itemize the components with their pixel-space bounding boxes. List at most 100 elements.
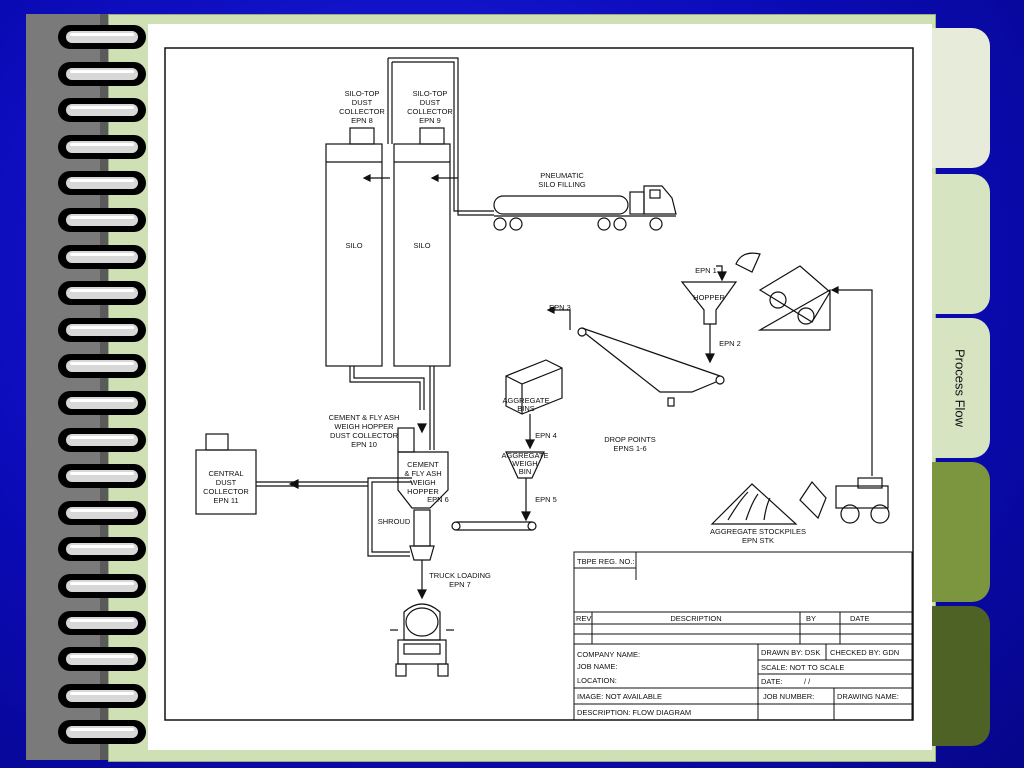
pneumatic-l2: SILO FILLING xyxy=(538,180,586,189)
stockpiles-l1: AGGREGATE STOCKPILES xyxy=(710,527,806,536)
arrow-head-to-truck xyxy=(417,589,427,600)
epn5-label: EPN 5 xyxy=(535,495,557,504)
shroud-label: SHROUD xyxy=(378,517,411,526)
epn6-label: EPN 6 xyxy=(427,495,449,504)
by-header: BY xyxy=(806,614,816,623)
aggregate-bins xyxy=(505,359,563,415)
mixer-truck xyxy=(390,603,454,677)
return-duct-outer xyxy=(367,477,412,557)
description-label: DESCRIPTION: FLOW DIAGRAM xyxy=(577,708,691,717)
silo-top-collector-8-box xyxy=(349,127,375,145)
flow-diagram: SILO-TOP DUST COLLECTOR EPN 8 SILO-TOP D… xyxy=(164,47,914,721)
central-dust-l3: COLLECTOR xyxy=(203,487,249,496)
rev-label: REV. xyxy=(576,614,593,623)
loader-feed-line xyxy=(832,289,873,476)
pneumatic-tanker-truck xyxy=(493,185,677,231)
image-label: IMAGE: NOT AVAILABLE xyxy=(577,692,662,701)
arrow-head-silo-right xyxy=(430,174,439,182)
drawn-by-label: DRAWN BY: DSK xyxy=(761,648,820,657)
loading-spout xyxy=(409,545,435,561)
arrow-head-epn3 xyxy=(546,306,555,314)
date-value: / / xyxy=(804,677,811,686)
cement-hopper-l2: & FLY ASH xyxy=(404,469,441,478)
company-name-label: COMPANY NAME: xyxy=(577,650,640,659)
weigh-bin-l2: WEIGH xyxy=(512,459,537,468)
truck-loading-l1: TRUCK LOADING xyxy=(429,571,491,580)
conveyor-support xyxy=(667,397,675,407)
shroud xyxy=(413,509,431,547)
binder-ring xyxy=(52,608,152,638)
central-dust-l2: DUST xyxy=(216,478,237,487)
silo-top-9-l1: SILO-TOP xyxy=(413,89,448,98)
silo-discharge-left-inner xyxy=(353,366,425,410)
truck-loading-l2: EPN 7 xyxy=(449,580,471,589)
weigh-bin-l1: AGGREGATE xyxy=(502,451,549,460)
binder-rings xyxy=(52,22,152,762)
location-label: LOCATION: xyxy=(577,676,617,685)
arrow-head-epn2 xyxy=(705,353,715,364)
silo-top-8-l2: DUST xyxy=(352,98,373,107)
incline-belt-top xyxy=(581,327,721,377)
tab-5[interactable] xyxy=(930,606,990,746)
central-dust-collector xyxy=(195,449,257,515)
central-dust-l4: EPN 11 xyxy=(213,496,238,505)
binder-ring xyxy=(52,95,152,125)
binder-ring xyxy=(52,534,152,564)
binder-ring xyxy=(52,351,152,381)
binder-ring xyxy=(52,498,152,528)
silo-top-collector-9-box xyxy=(419,127,445,145)
stockpiles-l2: EPN STK xyxy=(742,536,774,545)
job-number-label: JOB NUMBER: xyxy=(763,692,814,701)
silo-top-9-l3: COLLECTOR xyxy=(407,107,453,116)
incline-belt-bottom xyxy=(585,333,717,393)
checked-by-label: CHECKED BY: GDN xyxy=(830,648,899,657)
aggregate-bins-edge xyxy=(505,367,563,385)
date-header: DATE xyxy=(850,614,869,623)
silo-discharge-left xyxy=(349,366,421,410)
aggregate-weigh-bin xyxy=(505,451,545,479)
job-name-label: JOB NAME: xyxy=(577,662,617,671)
binder-ring xyxy=(52,205,152,235)
silo-top-9-l4: EPN 9 xyxy=(419,116,441,125)
epn2-label: EPN 2 xyxy=(719,339,741,348)
binder-ring xyxy=(52,681,152,711)
date-label: DATE: xyxy=(761,677,783,686)
stockpile-texture xyxy=(727,491,771,521)
scale-label: SCALE: NOT TO SCALE xyxy=(761,663,844,672)
aggregate-bins-l2: BINS xyxy=(517,404,535,413)
aggregate-bins-l1: AGGREGATE xyxy=(503,396,550,405)
front-loader-top xyxy=(735,252,831,331)
cement-dust-l3: DUST COLLECTOR xyxy=(330,431,399,440)
incline-pulley-right xyxy=(715,375,725,385)
silo-left xyxy=(325,143,383,367)
pneumatic-l1: PNEUMATIC xyxy=(540,171,584,180)
binder-ring xyxy=(52,168,152,198)
binder-ring xyxy=(52,717,152,747)
binder-ring xyxy=(52,22,152,52)
binder-ring xyxy=(52,425,152,455)
conveyor-pulley-left xyxy=(451,521,461,531)
arrow-head-discharge xyxy=(417,423,427,434)
duct-top-loop-inner xyxy=(392,61,494,212)
central-dust-l1: CENTRAL xyxy=(208,469,243,478)
tab-process-flow[interactable]: Process Flow xyxy=(930,318,990,458)
binder-ring xyxy=(52,278,152,308)
epn3-label: EPN 3 xyxy=(549,303,571,312)
binder-ring xyxy=(52,59,152,89)
tab-1[interactable] xyxy=(930,28,990,168)
tab-process-flow-label: Process Flow xyxy=(952,348,968,428)
arrow-head-silo-left xyxy=(362,174,371,182)
tab-2[interactable] xyxy=(930,174,990,314)
binder-ring xyxy=(52,461,152,491)
title-block xyxy=(573,551,913,721)
cement-hopper-l3: WEIGH xyxy=(410,478,435,487)
binder-ring xyxy=(52,571,152,601)
epn1-label: EPN 1 xyxy=(695,266,717,275)
arrow-head-epn5 xyxy=(521,511,531,522)
binder-ring xyxy=(52,644,152,674)
drop-points-l2: EPNS 1-6 xyxy=(613,444,646,453)
silo-top-8-l4: EPN 8 xyxy=(351,116,373,125)
duct-top-loop xyxy=(388,57,494,216)
silo-top-9-l2: DUST xyxy=(420,98,441,107)
tab-4[interactable] xyxy=(930,462,990,602)
